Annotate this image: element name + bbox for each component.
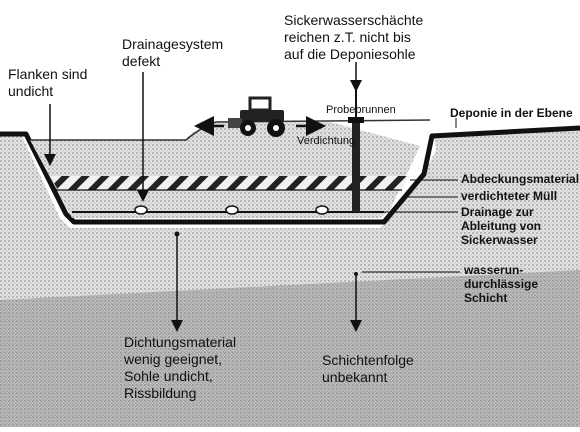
- drain-pipe-2: [225, 205, 239, 215]
- bulldozer-icon: [228, 96, 285, 137]
- label-verdichtung: Verdichtung: [297, 135, 356, 147]
- label-dichtungsmaterial: Dichtungsmaterial wenig geeignet, Sohle …: [124, 334, 237, 401]
- liner-outline: [0, 125, 580, 225]
- label-flanken: Flanken sind undicht: [8, 66, 88, 99]
- label-deponie-ebene: Deponie in der Ebene: [450, 106, 573, 120]
- well-shaft: [352, 120, 360, 212]
- cover-stripes: [50, 176, 408, 190]
- label-schichtenfolge: Schichtenfolge unbekannt: [322, 352, 414, 385]
- label-sickerwasserschaechte: Sickerwasserschächte reichen z.T. nicht …: [284, 12, 424, 62]
- well-cap: [348, 117, 364, 123]
- label-drainage: Drainage zur Ableitung von Sickerwasser: [461, 205, 541, 247]
- label-schicht: wasserun- durchlässige Schicht: [464, 263, 539, 305]
- label-probebrunnen: Probebrunnen: [326, 104, 396, 116]
- ground-dense-layer: [0, 270, 580, 427]
- drain-pipe-1: [134, 205, 148, 215]
- drain-pipe-3: [315, 205, 329, 215]
- waste-body: [30, 122, 420, 218]
- dot-schicht: [354, 272, 358, 276]
- dot-dichtung: [174, 231, 180, 237]
- label-verdichteter-muell: verdichteter Müll: [461, 189, 558, 203]
- label-drainagesystem: Drainagesystem defekt: [122, 36, 224, 69]
- label-abdeckungsmaterial: Abdeckungsmaterial: [461, 172, 580, 186]
